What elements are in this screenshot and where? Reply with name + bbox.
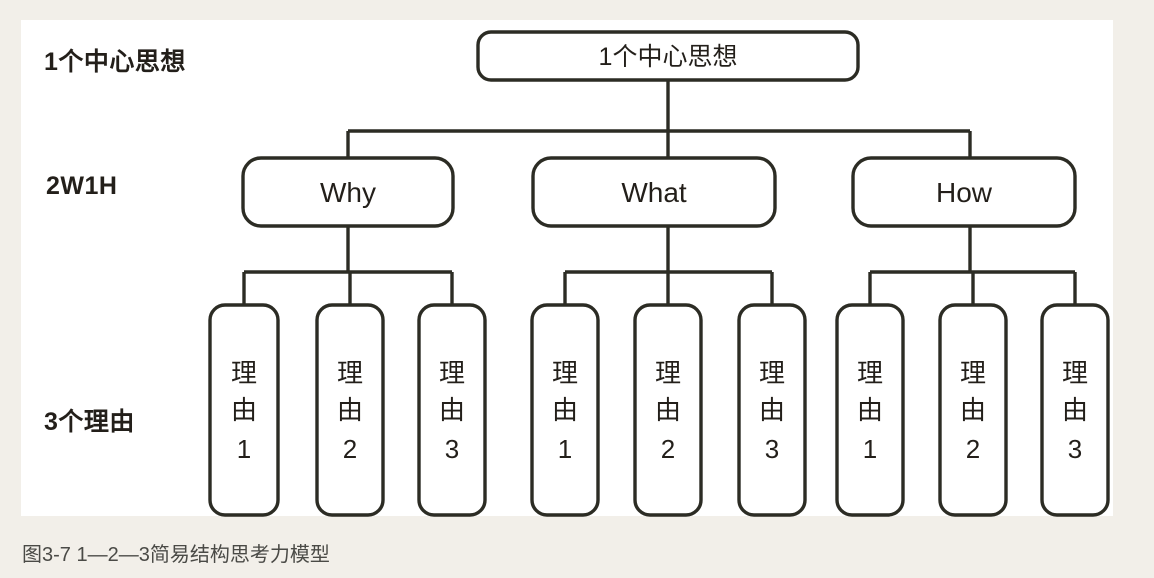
node-why-label: Why	[320, 177, 376, 208]
leaf-why-3-line1: 理	[439, 358, 465, 388]
node-what-box[interactable]	[531, 156, 777, 228]
leaf-why-2[interactable]: 理 由 2	[315, 303, 385, 517]
connector-how-to-leaves	[868, 226, 1077, 305]
connector-what-to-leaves	[563, 226, 774, 305]
leaf-what-1-line1: 理	[552, 358, 578, 388]
leaf-how-3-line3: 3	[1068, 434, 1082, 464]
node-what-label: What	[621, 177, 687, 208]
node-why-box[interactable]	[241, 156, 455, 228]
leaf-what-3-line1: 理	[759, 358, 785, 388]
leaf-why-2-line2: 由	[337, 395, 363, 425]
leaf-what-1-box[interactable]	[530, 303, 600, 517]
leaf-why-1-line2: 由	[231, 395, 257, 425]
leaf-why-1[interactable]: 理 由 1	[208, 303, 280, 517]
leaf-what-3-line3: 3	[765, 434, 779, 464]
leaf-what-2-line2: 由	[655, 395, 681, 425]
row-label-center-idea: 1个中心思想	[44, 48, 186, 76]
node-why[interactable]: Why	[241, 156, 455, 228]
leaf-why-1-line3: 1	[237, 434, 251, 464]
node-how[interactable]: How	[851, 156, 1077, 228]
leaf-how-3[interactable]: 理 由 3	[1040, 303, 1110, 517]
tree-diagram: 1个中心思想 Why What How 理 由 1 理 由 2	[208, 30, 1110, 517]
leaf-how-3-line1: 理	[1062, 358, 1088, 388]
leaf-why-3-line2: 由	[439, 395, 465, 425]
leaf-how-1[interactable]: 理 由 1	[835, 303, 905, 517]
node-how-label: How	[936, 177, 993, 208]
leaf-what-1-line2: 由	[552, 395, 578, 425]
leaf-what-2-line1: 理	[655, 358, 681, 388]
leaf-how-2-line1: 理	[960, 358, 986, 388]
leaf-what-2-line3: 2	[661, 434, 675, 464]
row-label-2w1h: 2W1H	[46, 172, 118, 200]
leaf-what-2-box[interactable]	[633, 303, 703, 517]
leaf-why-3-box[interactable]	[417, 303, 487, 517]
leaf-how-2-box[interactable]	[938, 303, 1008, 517]
leaf-how-3-box[interactable]	[1040, 303, 1110, 517]
leaf-why-3-line3: 3	[445, 434, 459, 464]
leaf-how-3-line2: 由	[1062, 395, 1088, 425]
leaf-why-1-line1: 理	[231, 358, 257, 388]
figure-caption: 图3-7 1—2—3简易结构思考力模型	[22, 544, 330, 566]
node-root-box[interactable]	[476, 30, 860, 82]
leaf-how-1-line1: 理	[857, 358, 883, 388]
node-root-label: 1个中心思想	[599, 43, 738, 71]
leaf-what-1[interactable]: 理 由 1	[530, 303, 600, 517]
leaf-what-3[interactable]: 理 由 3	[737, 303, 807, 517]
leaf-how-1-line2: 由	[857, 395, 883, 425]
leaf-how-1-line3: 1	[863, 434, 877, 464]
connector-why-to-leaves	[242, 226, 454, 305]
leaf-what-3-box[interactable]	[737, 303, 807, 517]
connector-root-to-bus	[346, 80, 972, 158]
leaf-how-2-line2: 由	[960, 395, 986, 425]
leaf-why-3[interactable]: 理 由 3	[417, 303, 487, 517]
leaf-why-1-box[interactable]	[208, 303, 280, 517]
leaf-what-3-line2: 由	[759, 395, 785, 425]
node-what[interactable]: What	[531, 156, 777, 228]
leaf-how-2[interactable]: 理 由 2	[938, 303, 1008, 517]
leaf-how-1-box[interactable]	[835, 303, 905, 517]
node-root[interactable]: 1个中心思想	[476, 30, 860, 82]
node-how-box[interactable]	[851, 156, 1077, 228]
row-label-three-reasons: 3个理由	[44, 408, 135, 436]
leaf-why-2-line3: 2	[343, 434, 357, 464]
leaf-how-2-line3: 2	[966, 434, 980, 464]
leaf-what-2[interactable]: 理 由 2	[633, 303, 703, 517]
leaf-why-2-line1: 理	[337, 358, 363, 388]
leaf-what-1-line3: 1	[558, 434, 572, 464]
leaf-why-2-box[interactable]	[315, 303, 385, 517]
